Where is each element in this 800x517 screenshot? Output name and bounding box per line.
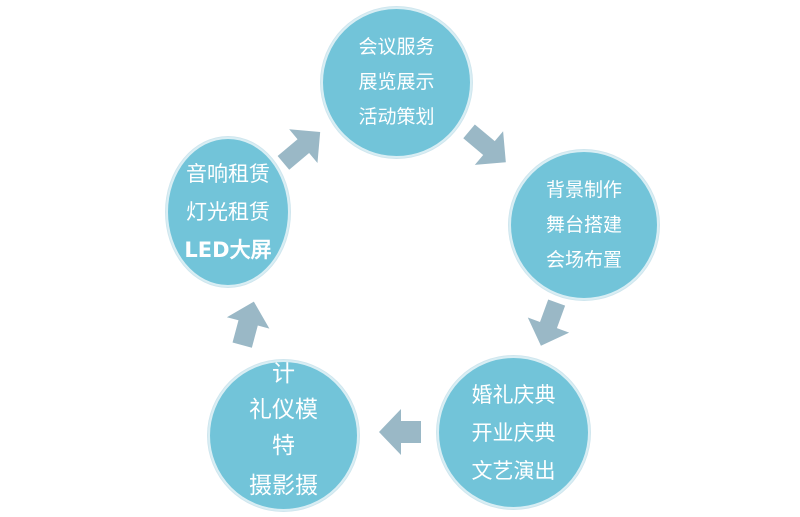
node-top-line-2: 展览展示 — [358, 71, 435, 93]
node-bottom-left-line-4: 摄影摄 — [249, 473, 318, 499]
node-bottom-left-circle: 计 礼仪模 特 摄影摄 — [208, 360, 359, 511]
node-left-circle: 音响租赁 灯光租赁 LED大屏 — [166, 137, 290, 287]
node-left-line-1: 音响租赁 — [186, 162, 270, 186]
node-bottom-left-line-2: 礼仪模 — [249, 397, 318, 423]
node-left-line-3: LED大屏 — [184, 238, 272, 262]
node-right-line-3: 会场布置 — [545, 248, 622, 271]
node-left-line-2: 灯光租赁 — [186, 200, 270, 224]
node-bottom-right-line-1: 婚礼庆典 — [471, 382, 556, 407]
node-right-line-2: 舞台搭建 — [545, 213, 622, 236]
node-bottom-left-line-1: 计 — [272, 361, 295, 387]
node-right-circle: 背景制作 舞台搭建 会场布置 — [509, 150, 659, 300]
node-top-circle: 会议服务 展览展示 活动策划 — [321, 7, 472, 158]
node-top-line-1: 会议服务 — [358, 36, 435, 58]
node-bottom-right-circle: 婚礼庆典 开业庆典 文艺演出 — [437, 356, 590, 509]
node-bottom-right-line-2: 开业庆典 — [471, 420, 556, 445]
node-right-line-1: 背景制作 — [545, 178, 622, 201]
node-top-line-3: 活动策划 — [358, 106, 435, 128]
node-bottom-left-line-3: 特 — [272, 433, 295, 459]
node-bottom-right-line-3: 文艺演出 — [471, 458, 556, 483]
